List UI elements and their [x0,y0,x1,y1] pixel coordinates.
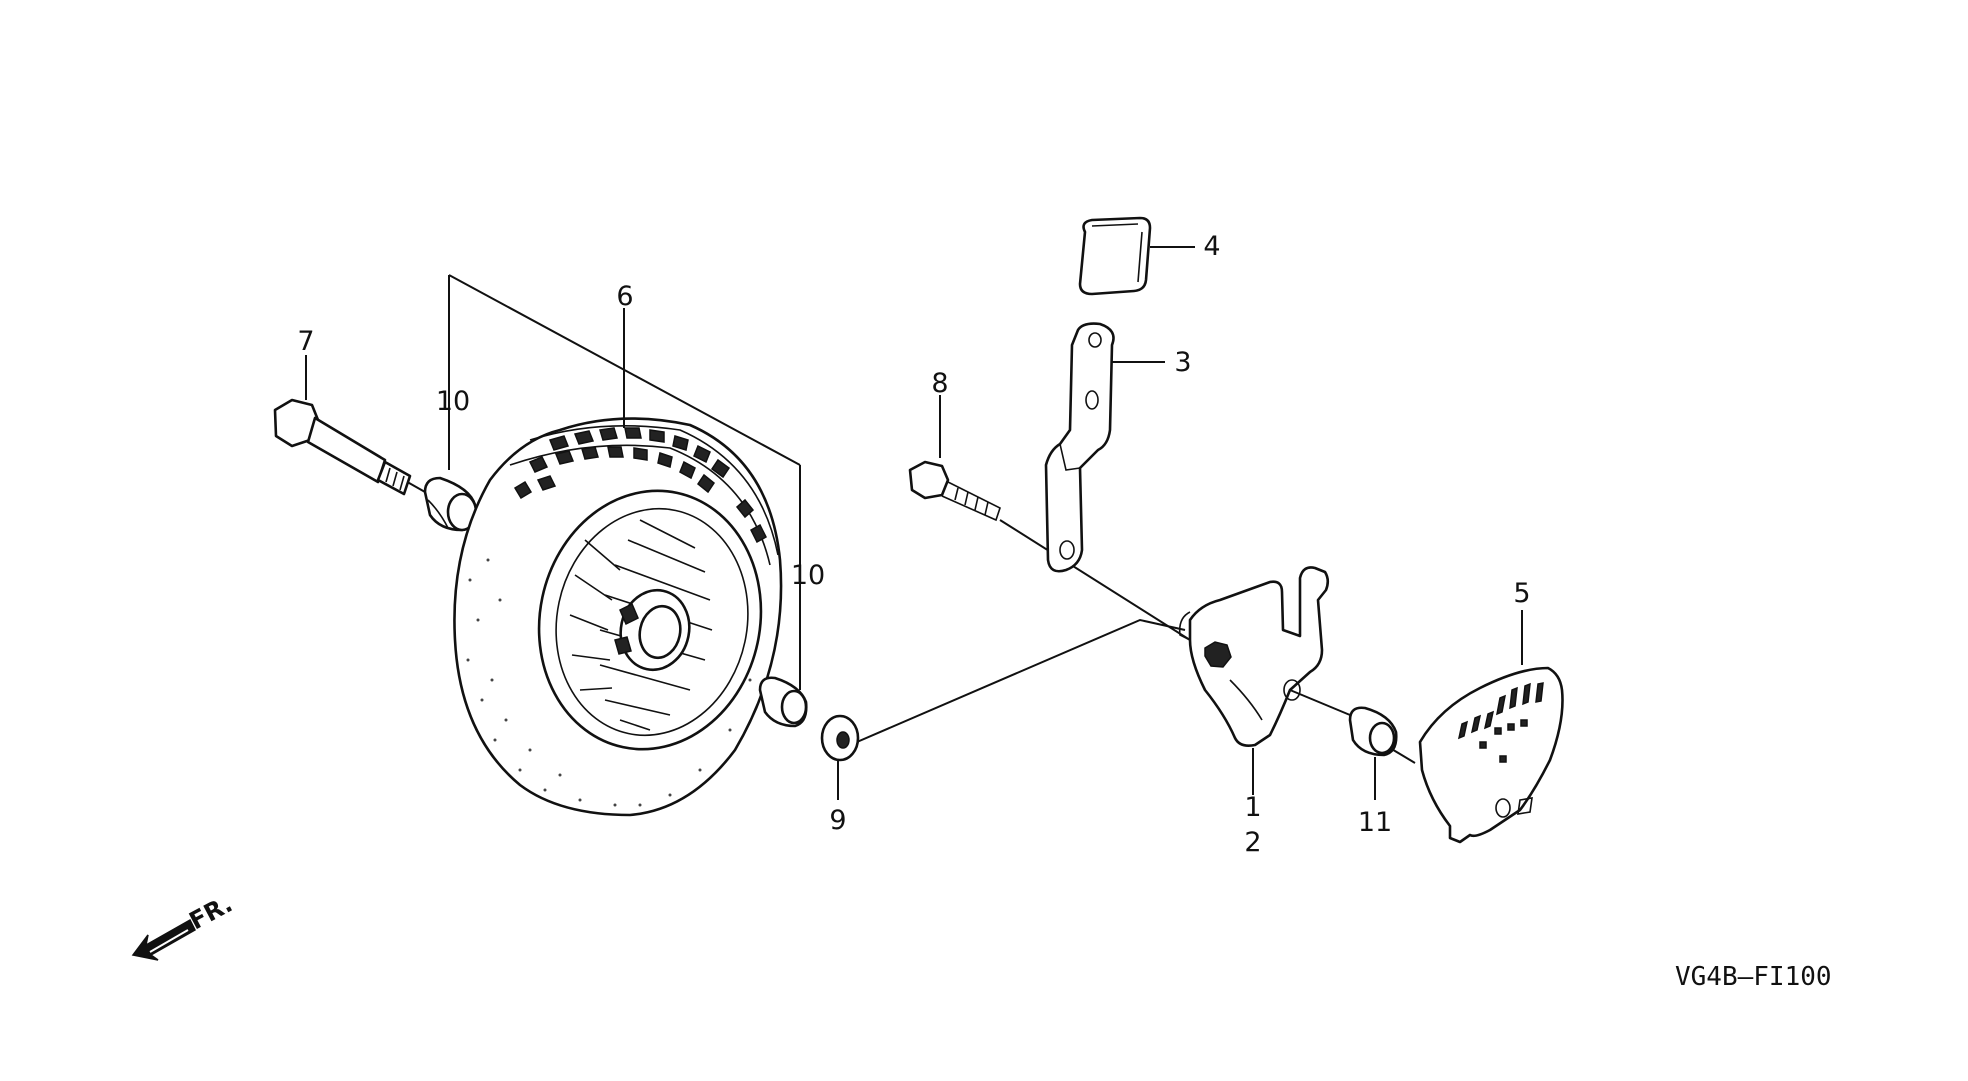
spacer-part-11 [1348,706,1398,800]
tread-blocks [513,427,767,544]
callout-5: 5 [1513,578,1530,609]
callout-labels: 4 3 6 7 10 8 10 5 9 1 2 11 [297,231,1530,858]
diagram-code: VG4B—FI100 [1675,962,1832,992]
bolt-part-8 [908,395,1001,522]
axle-bolt-part-7 [273,355,412,496]
cover-part-5 [1418,610,1564,844]
callout-9: 9 [829,805,846,836]
bushing-part-10-right [758,676,808,728]
front-direction-arrow: FR. [131,890,237,961]
callout-10-left: 10 [436,386,470,417]
callout-4: 4 [1203,231,1220,262]
cap-part-4 [1078,216,1195,296]
callout-6: 6 [616,281,633,312]
callout-11: 11 [1358,807,1392,838]
wheel-part-6 [453,308,783,817]
cover-slots [1457,682,1544,763]
tire-texture [466,558,762,807]
washer-part-9 [820,714,860,800]
callout-10-right: 10 [791,560,825,591]
callout-7: 7 [297,326,314,357]
callout-1: 1 [1244,792,1261,823]
bushing-part-10-left [423,476,478,532]
callout-2: 2 [1244,827,1261,858]
callout-8: 8 [931,368,948,399]
callout-3: 3 [1174,347,1191,378]
bracket-part-3 [1044,322,1165,573]
plate-parts-1-2 [1178,566,1330,795]
